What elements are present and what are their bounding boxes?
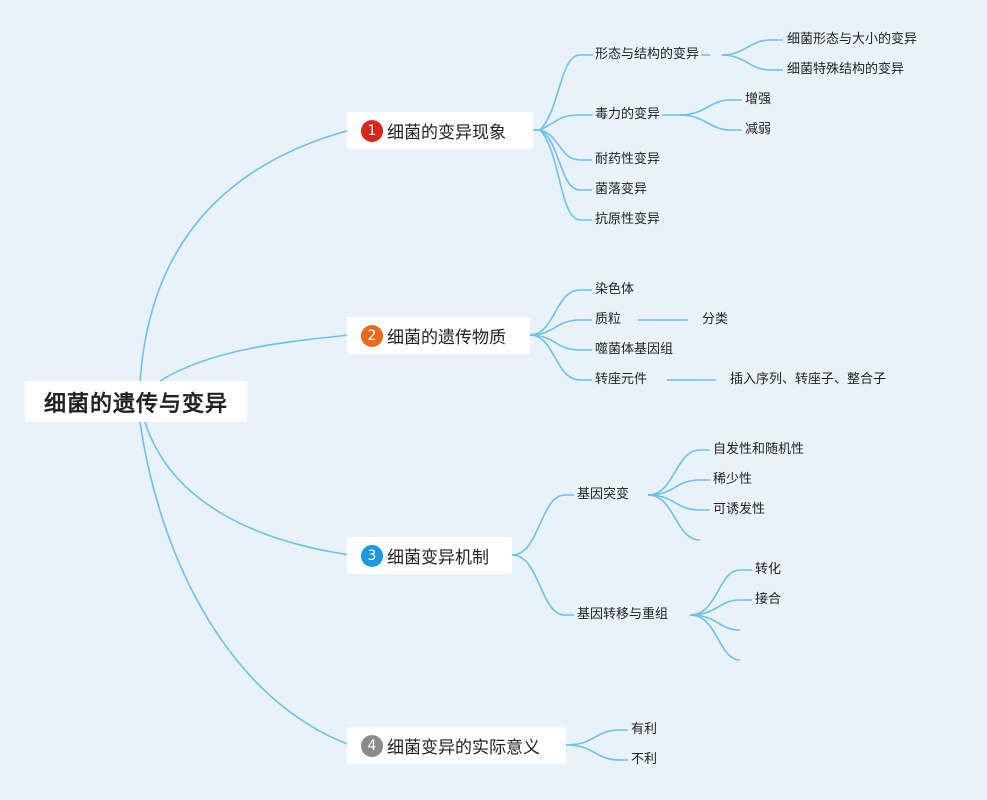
number-2-icon: 2 — [361, 324, 383, 347]
connector — [529, 289, 592, 336]
connector — [689, 614, 741, 631]
connector — [565, 744, 628, 761]
connector — [647, 479, 710, 496]
topic-colony[interactable]: 菌落变异 — [593, 181, 650, 199]
topic-drug-resistance[interactable]: 耐药性变异 — [593, 151, 663, 169]
connector — [565, 729, 628, 746]
connector — [647, 494, 710, 511]
connector — [689, 569, 752, 616]
connector — [689, 599, 752, 616]
topic-plasmid[interactable]: 质粒 — [593, 311, 624, 329]
connector — [139, 129, 351, 384]
connector — [647, 449, 710, 496]
topic-gene-mutation[interactable]: 基因突变 — [575, 486, 632, 504]
topic-rarity[interactable]: 稀少性 — [711, 471, 755, 489]
connector — [689, 614, 741, 661]
connector — [529, 334, 592, 351]
topic-insertion-sequence[interactable]: 插入序列、转座子、整合子 — [728, 371, 889, 389]
topic-virulence[interactable]: 毒力的变异 — [593, 106, 663, 124]
branch-label: 细菌变异的实际意义 — [387, 738, 540, 758]
topic-antigen[interactable]: 抗原性变异 — [593, 211, 663, 229]
connector — [721, 54, 783, 71]
number-4-icon: 4 — [361, 734, 383, 757]
topic-phage-genome[interactable]: 噬菌体基因组 — [593, 341, 676, 359]
branch-label: 细菌的变异现象 — [387, 123, 506, 143]
topic-gene-transfer[interactable]: 基因转移与重组 — [575, 606, 671, 624]
connector — [144, 421, 351, 556]
branch-4-topic[interactable]: 4 细菌变异的实际意义 — [347, 727, 566, 764]
topic-conjugation[interactable]: 接合 — [753, 591, 784, 609]
connector — [139, 421, 351, 746]
connector — [721, 39, 783, 56]
connector — [159, 334, 351, 382]
number-3-icon: 3 — [361, 544, 383, 567]
topic-morphology-size[interactable]: 细菌形态与大小的变异 — [785, 31, 920, 49]
connector — [679, 99, 742, 116]
branch-label: 细菌变异机制 — [387, 548, 489, 568]
topic-enhance[interactable]: 增强 — [743, 91, 774, 109]
connector — [539, 114, 680, 131]
topic-transformation[interactable]: 转化 — [753, 561, 784, 579]
branch-1-topic[interactable]: 1 细菌的变异现象 — [347, 112, 533, 149]
topic-inducible[interactable]: 可诱发性 — [711, 501, 768, 519]
connector — [679, 114, 742, 131]
number-1-icon: 1 — [361, 119, 383, 142]
connector — [647, 494, 701, 541]
connector — [511, 494, 574, 556]
topic-classification[interactable]: 分类 — [700, 311, 731, 329]
topic-spontaneous[interactable]: 自发性和随机性 — [711, 441, 807, 459]
root-topic[interactable]: 细菌的遗传与变异 — [25, 381, 247, 422]
connector — [539, 129, 592, 191]
connector — [529, 319, 592, 336]
connector — [529, 334, 592, 381]
connector — [539, 129, 592, 221]
connector — [539, 54, 710, 131]
connector — [511, 554, 574, 616]
topic-chromosome[interactable]: 染色体 — [593, 281, 637, 299]
branch-label: 细菌的遗传物质 — [387, 328, 506, 348]
topic-transposable-element[interactable]: 转座元件 — [593, 371, 650, 389]
topic-beneficial[interactable]: 有利 — [629, 721, 660, 739]
branch-2-topic[interactable]: 2 细菌的遗传物质 — [347, 317, 530, 354]
connector — [539, 129, 592, 161]
topic-special-structure[interactable]: 细菌特殊结构的变异 — [785, 61, 907, 79]
branch-3-topic[interactable]: 3 细菌变异机制 — [347, 537, 512, 574]
topic-weaken[interactable]: 减弱 — [743, 121, 774, 139]
topic-harmful[interactable]: 不利 — [629, 751, 660, 769]
topic-shape-structure[interactable]: 形态与结构的变异 — [593, 46, 702, 64]
